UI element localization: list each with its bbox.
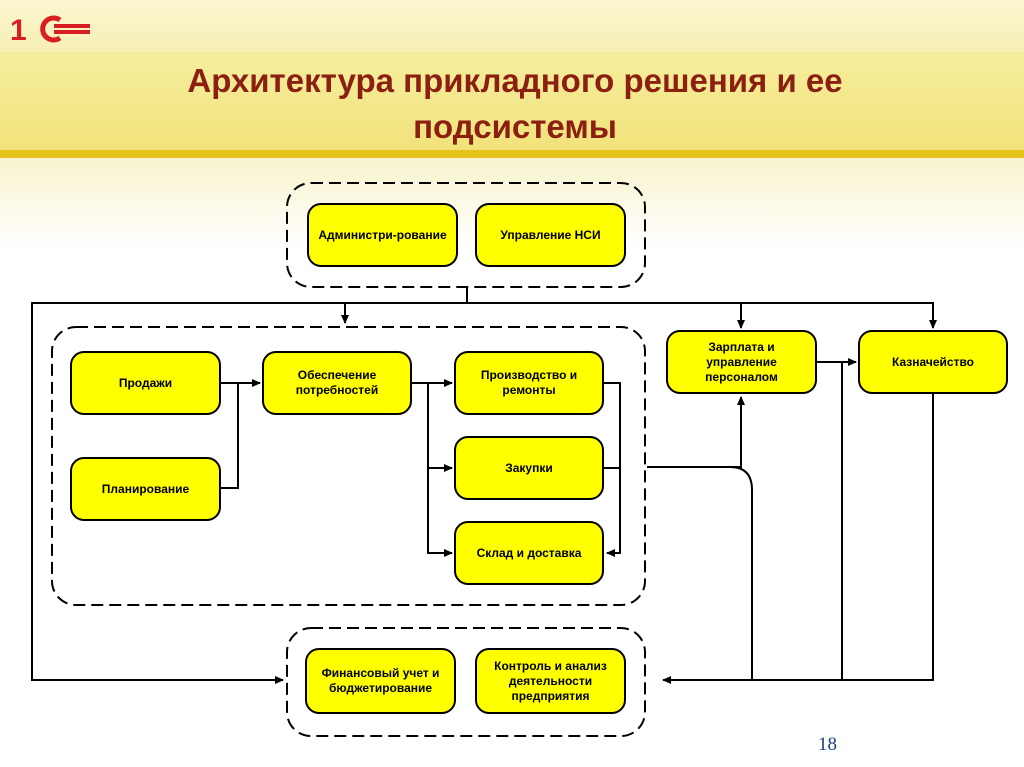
title-band (0, 52, 1024, 152)
group-frame-bottom (286, 627, 646, 737)
block-salary[interactable]: Зарплата и управление персоналом (666, 330, 817, 394)
block-planning[interactable]: Планирование (70, 457, 221, 521)
block-finance-budgeting[interactable]: Финансовый учет и бюджетирование (305, 648, 456, 714)
block-treasury[interactable]: Казначейство (858, 330, 1008, 394)
block-administration[interactable]: Администри-рование (307, 203, 458, 267)
title-rule (0, 150, 1024, 158)
block-warehouse[interactable]: Склад и доставка (454, 521, 604, 585)
arrow-top-to-salary (467, 302, 745, 329)
header-band (0, 0, 1024, 52)
arrow-salary-to-control (752, 361, 843, 681)
arrow-planning-to-supply (221, 383, 239, 489)
arrow-middle-to-control (662, 466, 753, 684)
block-purchases[interactable]: Закупки (454, 436, 604, 500)
page-title: Архитектура прикладного решения и ее под… (187, 62, 843, 145)
block-nsi-management[interactable]: Управление НСИ (475, 203, 626, 267)
block-production[interactable]: Производство и ремонты (454, 351, 604, 415)
arrow-supply-to-purchases (427, 383, 453, 472)
arrow-top-to-finance (31, 302, 345, 684)
arrow-supply-to-warehouse (427, 468, 453, 557)
block-control-analysis[interactable]: Контроль и анализ деятельности предприят… (475, 648, 626, 714)
arrow-middle-to-salary (647, 396, 745, 468)
arrow-top-to-treasury (741, 302, 937, 329)
arrow-treasury-to-control (842, 394, 934, 681)
1c-logo-icon: 1 (10, 14, 90, 44)
svg-text:1: 1 (10, 14, 27, 44)
group-frame-middle (51, 326, 646, 606)
page-number: 18 (818, 734, 837, 755)
arrow-top-to-middle (341, 302, 467, 324)
block-supply-needs[interactable]: Обеспечение потребностей (262, 351, 412, 415)
block-sales[interactable]: Продажи (70, 351, 221, 415)
